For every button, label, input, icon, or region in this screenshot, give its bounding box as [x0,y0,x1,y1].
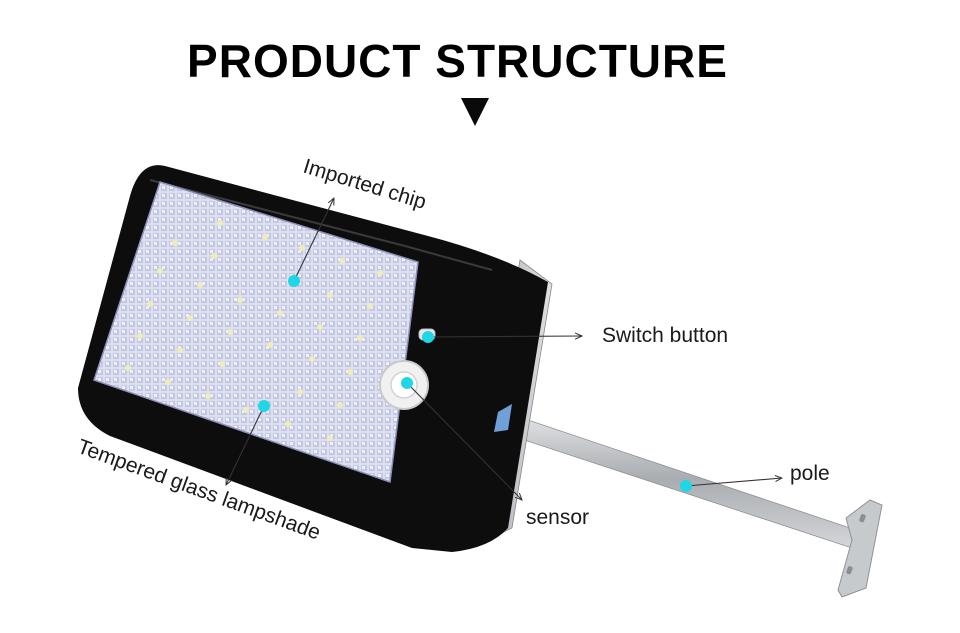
marker-dots [258,275,692,492]
triangle-down-icon [461,98,489,126]
label-pole: pole [790,462,830,485]
marker-pole [680,480,692,492]
marker-sensor [401,377,413,389]
marker-tempered-glass [258,400,270,412]
pole-assembly [493,409,883,598]
page-title: PRODUCT STRUCTURE [187,35,728,87]
leader-lines [226,198,782,500]
label-switch-button: Switch button [602,324,728,347]
label-sensor: sensor [526,506,589,529]
tempered-glass-lampshade [93,181,419,484]
label-imported-chip: Imported chip [301,155,429,214]
marker-switch-button [422,331,434,343]
marker-imported-chip [288,275,300,287]
